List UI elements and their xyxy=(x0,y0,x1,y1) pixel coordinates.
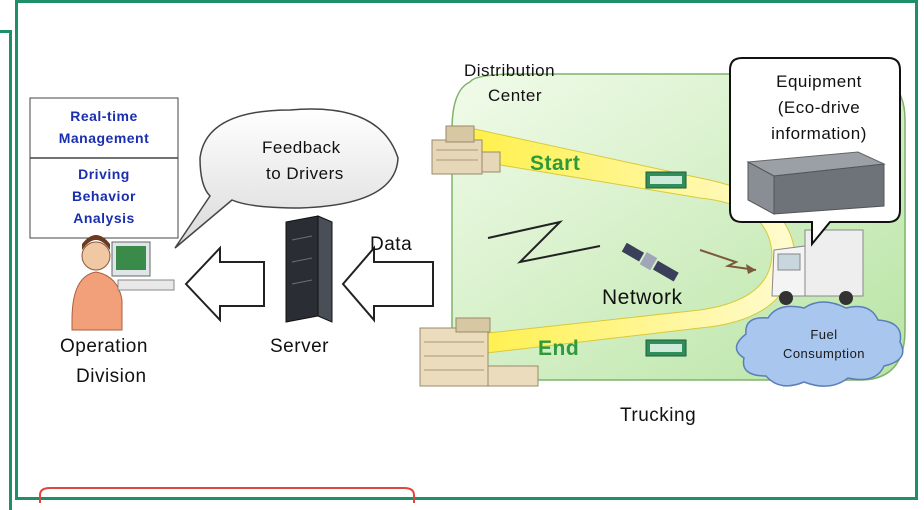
feedback-label-1: Feedback xyxy=(262,138,341,157)
store-start xyxy=(645,171,687,189)
driving-label-3: Analysis xyxy=(73,210,135,226)
arrow-data-to-server xyxy=(341,245,434,323)
network-label: Network xyxy=(602,286,683,309)
signal-to-truck xyxy=(699,249,757,271)
fuel-label-1: Fuel xyxy=(810,327,838,342)
distribution-center-label-1: Distribution xyxy=(464,61,556,80)
data-label: Data xyxy=(370,234,413,255)
equipment-label-1: Equipment xyxy=(776,72,862,91)
satellite-icon xyxy=(621,242,679,282)
operation-label-1: Operation xyxy=(60,336,148,357)
equipment-label-3: information) xyxy=(771,124,867,143)
distribution-center-label-2: Center xyxy=(488,86,543,105)
fuel-label-2: Consumption xyxy=(782,346,866,361)
feedback-label-2: to Drivers xyxy=(266,164,344,183)
realtime-label-1: Real-time xyxy=(70,108,138,124)
equipment-label-2: (Eco-drive xyxy=(777,98,861,117)
realtime-label-2: Management xyxy=(58,130,150,146)
left-edge-frame xyxy=(0,30,12,510)
figure-frame xyxy=(15,0,918,500)
end-label: End xyxy=(538,337,580,360)
trucking-label: Trucking xyxy=(620,405,697,426)
fuel-consumption-cloud xyxy=(735,301,904,387)
distribution-center-building xyxy=(431,125,501,175)
driving-label-1: Driving xyxy=(78,166,130,182)
arrow-server-to-operation xyxy=(184,245,265,323)
operation-label-2: Division xyxy=(76,366,147,387)
destination-building xyxy=(419,317,539,387)
feedback-bubble xyxy=(174,108,399,249)
start-label: Start xyxy=(530,152,581,175)
driving-label-2: Behavior xyxy=(72,188,136,204)
store-end xyxy=(645,339,687,357)
red-callout-box xyxy=(39,487,415,503)
wireless-signal xyxy=(487,220,601,264)
analysis-box xyxy=(29,97,179,239)
operator-icon xyxy=(71,235,175,331)
server-icon xyxy=(285,215,333,323)
eco-drive-device xyxy=(746,151,886,215)
server-label: Server xyxy=(270,336,329,357)
